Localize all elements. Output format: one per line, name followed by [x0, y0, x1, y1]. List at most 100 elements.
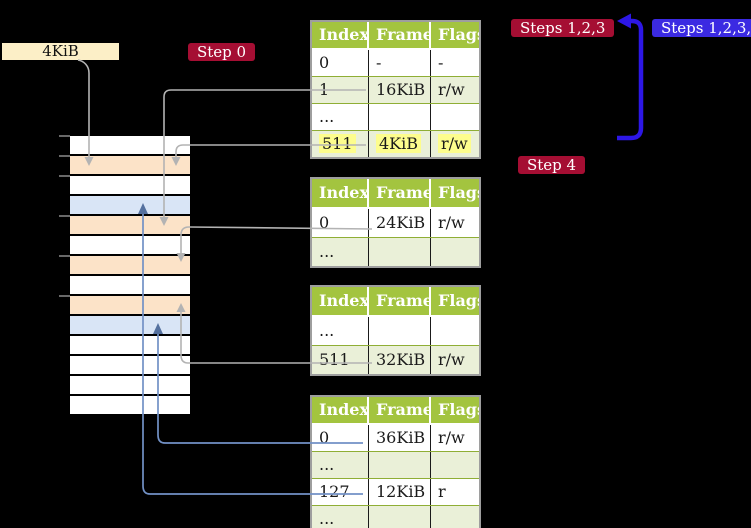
- cell-flags: r/w: [431, 346, 479, 374]
- memory-row-white: [70, 376, 190, 394]
- memory-row-peach: [70, 256, 190, 274]
- cell-index: ...: [312, 238, 369, 266]
- memory-row-peach: [70, 216, 190, 234]
- cell-frame: 36KiB: [369, 425, 431, 451]
- table-row: ...: [312, 315, 479, 345]
- memory-row-peach: [70, 296, 190, 314]
- cell-value: ...: [319, 509, 335, 528]
- cell-frame: 4KiB: [369, 131, 431, 157]
- cell-frame: [369, 317, 431, 345]
- cell-value: 511: [319, 134, 356, 153]
- table-row: 511 4KiB r/w: [312, 130, 479, 157]
- cell-value: 4KiB: [376, 134, 422, 153]
- cell-index: 0: [312, 209, 369, 237]
- cell-flags: [431, 104, 479, 130]
- cell-index: 511: [312, 131, 369, 157]
- column-header: Flags: [438, 291, 479, 310]
- column-header: Index: [312, 397, 369, 423]
- cell-value: 16KiB: [376, 80, 426, 99]
- memory-row-blue: [70, 196, 190, 214]
- cell-frame: -: [369, 50, 431, 76]
- cell-frame: [369, 506, 431, 528]
- cell-index: ...: [312, 452, 369, 478]
- cell-flags: r/w: [431, 131, 479, 157]
- cell-value: 0: [319, 428, 330, 447]
- cell-flags: [431, 317, 479, 345]
- cell-value: -: [438, 53, 444, 72]
- steps1234-badge: Steps 1,2,3,4: [652, 19, 751, 37]
- memory-row-white: [70, 276, 190, 294]
- cell-value: r: [438, 482, 446, 501]
- table-row: 1 16KiB r/w: [312, 76, 479, 103]
- table-row: ...: [312, 237, 479, 266]
- cell-value: 127: [319, 482, 350, 501]
- cell-value: r/w: [438, 80, 465, 99]
- cell-value: -: [376, 53, 382, 72]
- cell-value: 0: [319, 213, 330, 232]
- cell-frame: 24KiB: [369, 209, 431, 237]
- table-header-row: IndexFrameFlags: [312, 22, 479, 48]
- cell-flags: [431, 506, 479, 528]
- physical-memory-column: [70, 136, 190, 414]
- cell-flags: [431, 452, 479, 478]
- cell-index: ...: [312, 506, 369, 528]
- cell-value: 1: [319, 80, 330, 99]
- cell-index: ...: [312, 104, 369, 130]
- memory-row-white: [70, 356, 190, 374]
- cell-value: 36KiB: [376, 428, 426, 447]
- cell-value: 32KiB: [376, 350, 426, 369]
- table-row: 0 - -: [312, 48, 479, 76]
- memory-row-white: [70, 136, 190, 154]
- cell-value: 24KiB: [376, 213, 426, 232]
- memory-row-peach: [70, 156, 190, 174]
- table-row: 0 24KiB r/w: [312, 207, 479, 237]
- cell-frame: [369, 452, 431, 478]
- cell-index: ...: [312, 317, 369, 345]
- cell-flags: r/w: [431, 77, 479, 103]
- cell-value: ...: [319, 107, 335, 126]
- column-header: Frame: [369, 179, 431, 207]
- table-header-row: IndexFrameFlags: [312, 397, 479, 423]
- page-table-bottom: IndexFrameFlags 0 36KiB r/w... 127 12KiB r...: [310, 395, 481, 528]
- cell-index: 127: [312, 479, 369, 505]
- memory-row-white: [70, 176, 190, 194]
- cell-value: 511: [319, 350, 350, 369]
- cell-value: 12KiB: [376, 482, 426, 501]
- cell-value: r/w: [438, 428, 465, 447]
- cell-value: ...: [319, 321, 335, 340]
- cell-flags: -: [431, 50, 479, 76]
- cell-value: 0: [319, 53, 330, 72]
- page-size-label: 4KiB: [2, 43, 119, 60]
- column-header: Flags: [438, 183, 479, 202]
- memory-row-blue: [70, 316, 190, 334]
- memory-row-white: [70, 236, 190, 254]
- cell-frame: [369, 238, 431, 266]
- cell-frame: 12KiB: [369, 479, 431, 505]
- steps-loop-arrow: [617, 13, 644, 141]
- column-header: Index: [312, 287, 369, 315]
- cell-index: 1: [312, 77, 369, 103]
- cell-value: r/w: [438, 350, 465, 369]
- column-header: Frame: [369, 287, 431, 315]
- cell-index: 511: [312, 346, 369, 374]
- column-header: Index: [312, 179, 369, 207]
- cell-value: ...: [319, 242, 335, 261]
- cell-frame: 16KiB: [369, 77, 431, 103]
- cell-flags: [431, 238, 479, 266]
- cell-value: ...: [319, 455, 335, 474]
- table-row: 0 36KiB r/w: [312, 423, 479, 451]
- column-header: Frame: [369, 22, 431, 48]
- table-row: ...: [312, 505, 479, 528]
- column-header: Flags: [438, 25, 479, 44]
- column-header: Flags: [438, 400, 479, 419]
- cell-frame: [369, 104, 431, 130]
- cell-flags: r/w: [431, 425, 479, 451]
- table-row: 511 32KiB r/w: [312, 345, 479, 374]
- cell-flags: r/w: [431, 209, 479, 237]
- memory-tick-marks: [59, 135, 70, 297]
- cell-index: 0: [312, 425, 369, 451]
